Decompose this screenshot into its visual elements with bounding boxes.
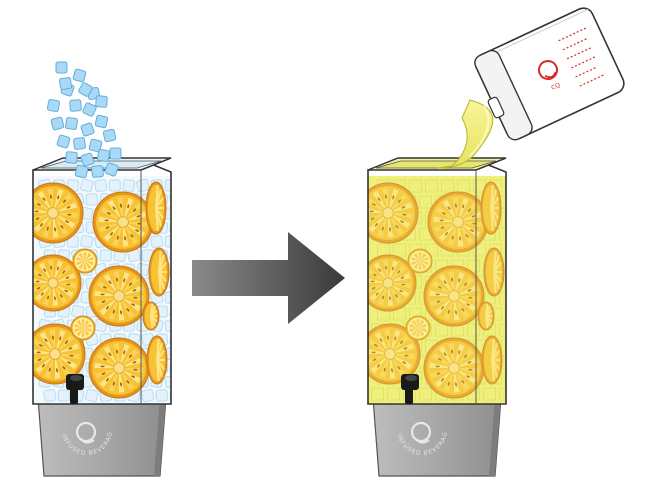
pineapple-slice bbox=[89, 338, 149, 398]
side-fruit-slice bbox=[143, 302, 159, 330]
side-fruit-slice bbox=[149, 248, 169, 296]
ice-cube bbox=[51, 117, 64, 130]
lemon-slice bbox=[73, 249, 97, 273]
ice-cube bbox=[65, 117, 77, 129]
ice-cube bbox=[80, 122, 94, 136]
side-fruit-slice bbox=[146, 182, 166, 234]
contents-left bbox=[23, 179, 182, 402]
ice-cube bbox=[97, 149, 110, 162]
dispenser-left: INFUSED BEVERAGE bbox=[0, 0, 182, 476]
contents-right bbox=[358, 176, 518, 404]
side-fruit-slice bbox=[147, 336, 167, 384]
ice-cube bbox=[82, 102, 97, 117]
pineapple-slice bbox=[23, 183, 83, 243]
ice-cube bbox=[506, 212, 518, 224]
lemon-slice bbox=[71, 316, 95, 340]
ice-cube bbox=[95, 179, 107, 191]
ice-cube bbox=[95, 115, 108, 128]
ice-cube bbox=[73, 137, 85, 149]
ice-cube bbox=[70, 100, 82, 112]
ice-cube bbox=[47, 99, 60, 112]
ice-cube bbox=[57, 135, 71, 149]
ice-cube bbox=[506, 180, 518, 192]
ice-cube bbox=[506, 340, 518, 352]
ice-cube bbox=[136, 179, 149, 192]
ice-cube bbox=[43, 389, 56, 402]
ice-cube bbox=[80, 235, 93, 248]
ice-cube bbox=[80, 179, 93, 192]
ice-cube bbox=[506, 276, 518, 288]
ice-cube bbox=[58, 390, 69, 401]
ice-cube bbox=[56, 62, 67, 73]
ice-cube bbox=[506, 244, 518, 256]
ice-cube bbox=[100, 250, 111, 261]
ice-cube bbox=[109, 180, 120, 191]
pineapple-slice bbox=[93, 192, 153, 252]
ice-cube bbox=[103, 129, 116, 142]
ice-cube bbox=[86, 194, 97, 205]
ice-cube bbox=[75, 165, 88, 178]
ice-cube bbox=[506, 308, 518, 320]
fruit-slices-left bbox=[23, 182, 169, 398]
ice-cube bbox=[123, 179, 135, 191]
ice-cube bbox=[85, 389, 98, 402]
ice-cube bbox=[66, 152, 78, 164]
ice-cube bbox=[96, 96, 108, 108]
ice-cube bbox=[170, 390, 181, 401]
ice-cube bbox=[73, 69, 86, 82]
ice-cube bbox=[91, 165, 103, 177]
ice-cube bbox=[506, 372, 518, 384]
pineapple-slice bbox=[89, 266, 149, 326]
ice-cube bbox=[110, 148, 121, 159]
arrow-right-icon bbox=[192, 232, 345, 324]
ice-cube bbox=[59, 77, 71, 89]
ice-cube bbox=[156, 389, 168, 401]
ice-cube bbox=[141, 389, 154, 402]
ice-cube bbox=[150, 235, 163, 248]
